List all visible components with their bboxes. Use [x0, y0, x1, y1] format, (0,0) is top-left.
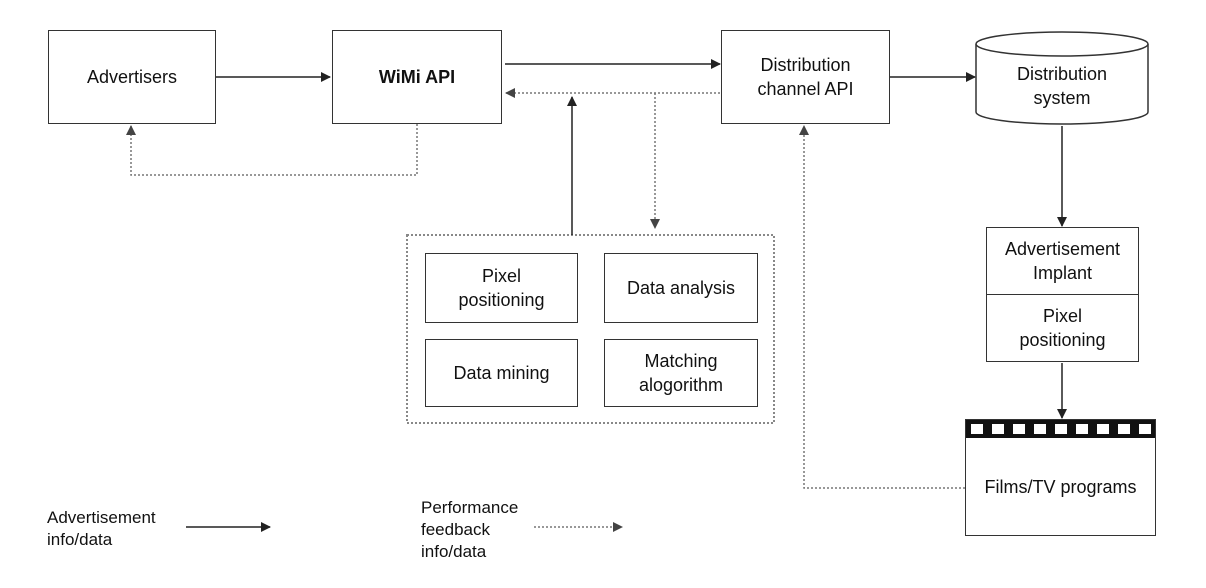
films-tv-box: Films/TV programs — [965, 419, 1156, 536]
feedback-films-to-channel-api — [799, 125, 965, 489]
feedback-wimi-to-advertisers — [126, 124, 418, 176]
films-tv-label: Films/TV programs — [984, 476, 1137, 497]
legend-solid-label: Advertisement info/data — [47, 508, 156, 549]
algorithm-group-boundary — [406, 234, 775, 424]
pixel-positioning-box: Pixel positioning — [425, 253, 578, 323]
data-analysis-box: Data analysis — [604, 253, 758, 323]
implant-stack-box: Advertisement Implant Pixel positioning — [986, 227, 1139, 362]
data-mining-box: Data mining — [425, 339, 578, 407]
distribution-channel-api-box: Distribution channel API — [721, 30, 890, 124]
legend-dotted-label: Performance feedback info/data — [421, 498, 519, 561]
matching-algorithm-box: Matching alogorithm — [604, 339, 758, 407]
pixel-positioning-implant-label: Pixel positioning — [1019, 306, 1106, 350]
distribution-system-cylinder — [975, 31, 1149, 125]
distribution-system-label: Distribution system — [1016, 64, 1108, 108]
wimi-api-box: WiMi API — [332, 30, 502, 124]
film-strip-icon — [966, 420, 1155, 438]
advertisement-implant-label: Advertisement Implant — [1004, 239, 1121, 283]
implant-divider — [987, 294, 1138, 295]
advertisers-box: Advertisers — [48, 30, 216, 124]
